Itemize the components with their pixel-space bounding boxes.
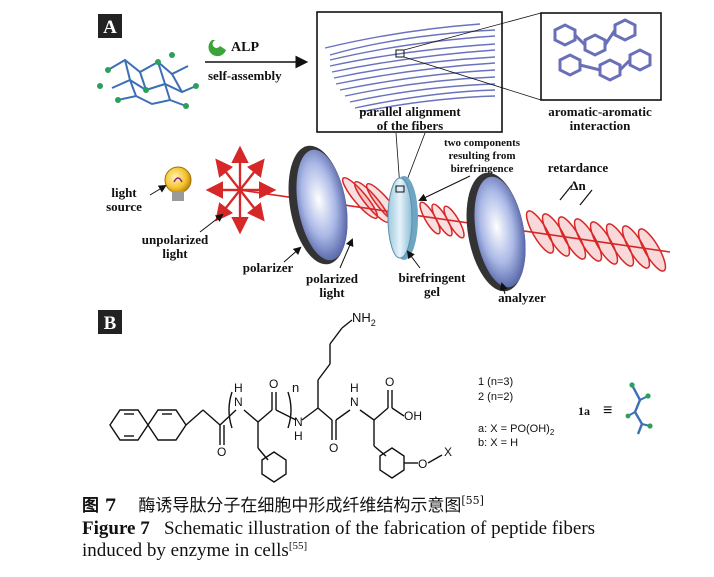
- alp-enzyme-icon: [208, 40, 226, 57]
- light-source-label-2: source: [106, 199, 142, 214]
- panel-b-label: B: [104, 313, 117, 334]
- variant-a-label: a: X = PO(OH)2: [478, 423, 555, 437]
- molecule-icon: [625, 382, 653, 435]
- birefringent-gel-label-2: gel: [424, 284, 440, 299]
- panel-a-label-box: [98, 14, 122, 38]
- molecule-network: [107, 58, 197, 107]
- panel-b-label-box: [98, 310, 122, 334]
- peptide-structure: [109, 319, 443, 483]
- polarized-light-arrow: [339, 238, 354, 269]
- two-components-label-2: resulting from: [448, 150, 515, 162]
- o-5: O: [418, 457, 427, 471]
- delta-n-label: Δn: [570, 178, 586, 193]
- zoom-line-2: [403, 56, 542, 101]
- retardance-tick-2: [579, 189, 593, 206]
- polarized-light-label-2: light: [319, 285, 345, 300]
- two-components-label-3: birefringence: [451, 163, 514, 175]
- caption-english-line-2: induced by enzyme in cells[55]: [82, 540, 694, 562]
- x-label: X: [444, 445, 452, 459]
- compound-1-label: 1 (n=3): [478, 376, 513, 388]
- oh-label: OH: [404, 409, 422, 423]
- output-waves: [525, 210, 667, 272]
- unpolarized-label: unpolarized: [142, 232, 209, 247]
- unpolarized-arrow: [199, 213, 224, 233]
- aromatic-stacking: [553, 18, 652, 82]
- caption-en-label: Figure 7: [82, 518, 150, 539]
- variant-b-label: b: X = H: [478, 437, 518, 449]
- polarizer-arrow: [283, 246, 302, 263]
- nh-1-n: N: [234, 395, 243, 409]
- compound-2-label: 2 (n=2): [478, 391, 513, 403]
- retardance-tick-1: [559, 184, 573, 201]
- molecule-network-nodes: [97, 52, 199, 109]
- parallel-alignment-label: parallel alignment: [359, 104, 461, 119]
- o-2: O: [269, 377, 278, 391]
- retardance-label: retardance: [548, 160, 609, 175]
- light-source-arrow: [149, 184, 167, 196]
- caption-english: Figure 7 Schematic illustration of the f…: [82, 518, 694, 540]
- caption-en-ref: [55]: [288, 540, 308, 552]
- two-components-label: two components: [444, 137, 521, 149]
- fibers-illustration: [324, 23, 496, 113]
- o-1: O: [217, 445, 226, 459]
- nh-1-h: H: [234, 381, 243, 395]
- aromatic-box: [540, 12, 662, 101]
- compound-1a-label: 1a: [578, 404, 590, 418]
- caption-cn-text: 酶诱导肽分子在细胞中形成纤维结构示意图: [138, 496, 462, 516]
- gel-zoom-square: [395, 185, 405, 193]
- nh-2-h: H: [294, 429, 303, 443]
- analyzer-label: analyzer: [498, 290, 546, 305]
- panel-b: B: [98, 310, 653, 483]
- caption-chinese: 图 7 酶诱导肽分子在细胞中形成纤维结构示意图[55]: [82, 495, 694, 517]
- zoom-line-1: [403, 12, 542, 51]
- split-waves: [419, 201, 465, 239]
- panel-a-label: A: [103, 17, 117, 38]
- two-components-arrow: [418, 175, 471, 202]
- alp-label: ALP: [231, 40, 259, 55]
- figure-7: A ALP self-assembly pa: [97, 11, 671, 483]
- nh-3-h: H: [350, 381, 359, 395]
- light-bulb-icon: [164, 166, 192, 201]
- equivalence-sign: ≡: [603, 402, 612, 419]
- caption-cn-ref: [55]: [461, 494, 484, 507]
- nh2-label: NH2: [352, 310, 376, 328]
- caption-en-text-1: Schematic illustration of the fabricatio…: [163, 518, 596, 539]
- polarizer-lens: [296, 149, 348, 261]
- birefringent-gel: [387, 177, 413, 259]
- o-3: O: [329, 441, 338, 455]
- light-source-label: light: [111, 185, 137, 200]
- polarized-light-label: polarized: [306, 271, 359, 286]
- unpolarized-label-2: light: [162, 246, 188, 261]
- aromatic-label-2: interaction: [570, 118, 631, 133]
- o-4: O: [385, 375, 394, 389]
- analyzer-arrow: [499, 282, 508, 295]
- fiber-zoom-square: [395, 49, 405, 58]
- polarizer-label: polarizer: [243, 260, 294, 275]
- caption-en-text-2: induced by enzyme in cells: [82, 540, 289, 561]
- nh-2-n: N: [294, 415, 303, 429]
- caption-cn-label: 图 7: [82, 496, 117, 516]
- panel-a: A ALP self-assembly pa: [97, 11, 671, 305]
- n-repeat-label: n: [292, 380, 299, 395]
- birefringent-gel-label: birefringent: [399, 270, 467, 285]
- birefringent-gel-arrow: [406, 250, 421, 269]
- nh-3-n: N: [350, 395, 359, 409]
- parallel-alignment-label-2: of the fibers: [377, 118, 443, 133]
- aromatic-label: aromatic-aromatic: [548, 104, 652, 119]
- self-assembly-label: self-assembly: [208, 68, 282, 83]
- analyzer-lens: [474, 176, 526, 288]
